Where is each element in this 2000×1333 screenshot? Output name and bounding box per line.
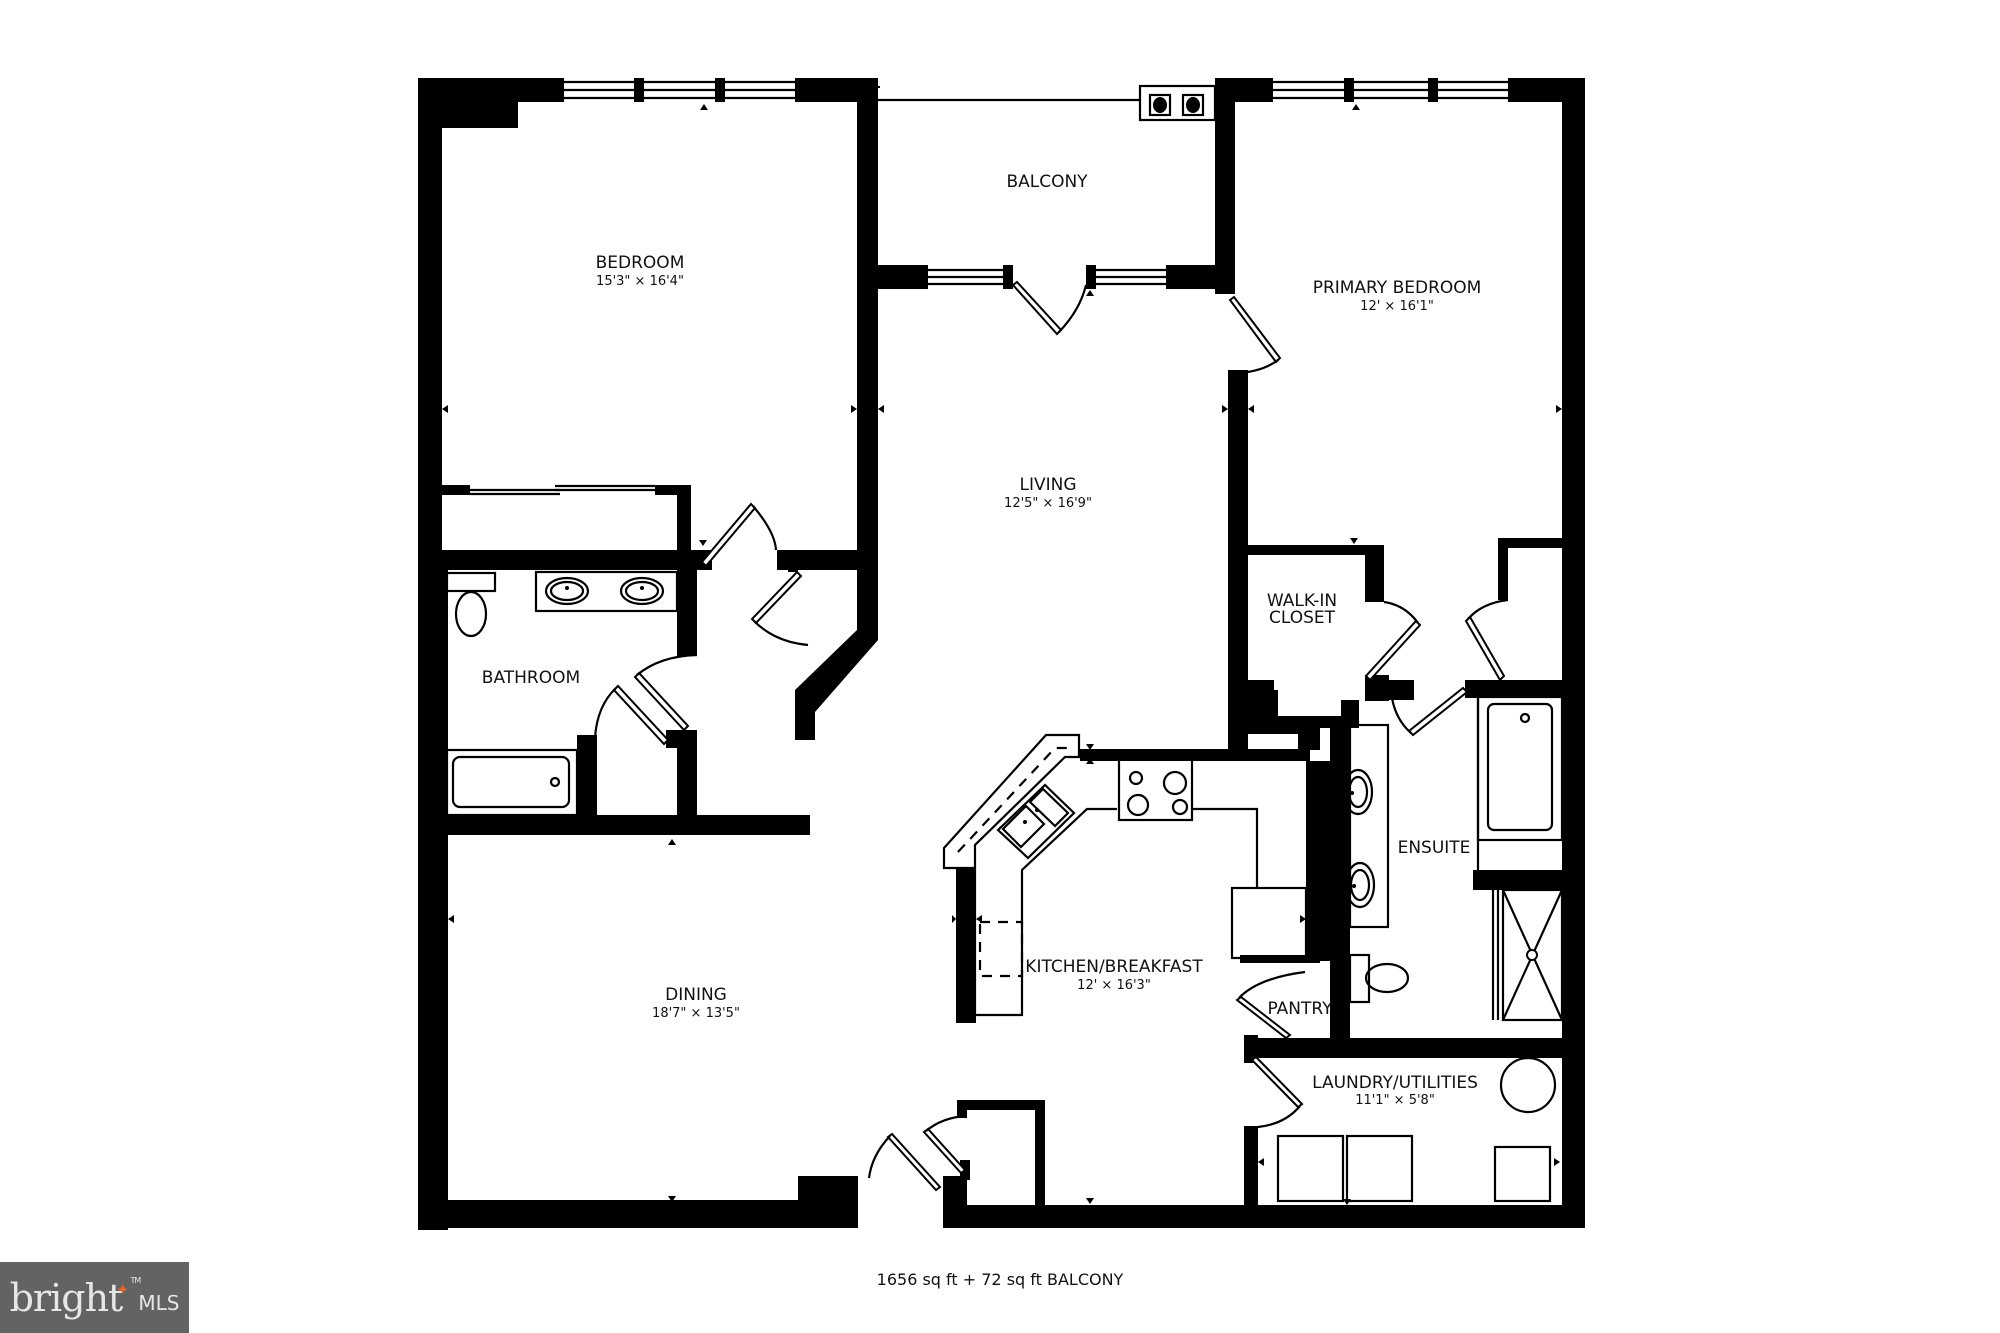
washer-icon — [1276, 1134, 1345, 1203]
room-label-primary-bedroom: PRIMARY BEDROOM 12' × 16'1" — [1313, 278, 1482, 314]
room-label-walk-in-closet: WALK-IN CLOSET — [1267, 591, 1337, 628]
svg-text:DINING: DINING — [665, 985, 727, 1005]
room-label-living: LIVING 12'5" × 16'9" — [1004, 475, 1092, 511]
svg-text:WALK-IN: WALK-IN — [1267, 591, 1337, 611]
cooktop-icon — [1117, 757, 1194, 822]
svg-text:18'7" × 13'5": 18'7" × 13'5" — [652, 1006, 740, 1021]
ensuite-tub-icon — [1486, 702, 1554, 832]
ensuite-vanity-icon — [1348, 723, 1390, 929]
svg-text:BALCONY: BALCONY — [1006, 172, 1088, 192]
dimension-markers — [442, 104, 1562, 1205]
doors — [593, 280, 1509, 1192]
vanity-icon — [534, 570, 679, 613]
svg-text:12' × 16'3": 12' × 16'3" — [1077, 978, 1151, 993]
toilet-tank-icon — [445, 571, 497, 593]
walls — [418, 78, 1585, 1230]
water-heater-icon — [1499, 1056, 1557, 1114]
svg-text:CLOSET: CLOSET — [1269, 608, 1336, 628]
ensuite-toilet-bowl-icon — [1364, 962, 1410, 994]
room-label-bedroom: BEDROOM 15'3" × 16'4" — [596, 253, 685, 289]
svg-text:12'5" × 16'9": 12'5" × 16'9" — [1004, 496, 1092, 511]
windows — [470, 78, 1508, 496]
svg-text:LIVING: LIVING — [1019, 475, 1076, 495]
room-label-bathroom: BATHROOM — [482, 668, 580, 688]
room-label-pantry: PANTRY — [1267, 999, 1333, 1019]
svg-text:LAUNDRY/UTILITIES: LAUNDRY/UTILITIES — [1312, 1073, 1478, 1093]
ac-unit-icon — [1138, 84, 1217, 122]
svg-text:ENSUITE: ENSUITE — [1398, 838, 1471, 858]
logo-mls: MLS — [138, 1290, 180, 1315]
kitchen-sink-icon — [996, 783, 1076, 860]
svg-text:15'3" × 16'4": 15'3" × 16'4" — [596, 274, 684, 289]
total-area-caption: 1656 sq ft + 72 sq ft BALCONY — [876, 1270, 1124, 1289]
svg-text:12' × 16'1": 12' × 16'1" — [1360, 299, 1434, 314]
room-label-balcony: BALCONY — [1006, 172, 1088, 192]
dryer-icon — [1345, 1134, 1414, 1203]
fixtures — [445, 570, 1564, 1203]
svg-text:11'1" × 5'8": 11'1" × 5'8" — [1355, 1093, 1435, 1108]
room-label-kitchen: KITCHEN/BREAKFAST 12' × 16'3" — [1025, 957, 1203, 993]
logo-wordmark: bright✦TM — [9, 1275, 142, 1320]
toilet-bowl-icon — [454, 590, 488, 638]
room-label-dining: DINING 18'7" × 13'5" — [652, 985, 740, 1021]
svg-text:KITCHEN/BREAKFAST: KITCHEN/BREAKFAST — [1025, 957, 1203, 977]
svg-text:BATHROOM: BATHROOM — [482, 668, 580, 688]
room-label-ensuite: ENSUITE — [1398, 838, 1471, 858]
svg-text:BEDROOM: BEDROOM — [596, 253, 685, 273]
logo-star-icon: ✦ — [115, 1279, 129, 1299]
svg-text:PANTRY: PANTRY — [1267, 999, 1333, 1019]
svg-text:PRIMARY BEDROOM: PRIMARY BEDROOM — [1313, 278, 1482, 298]
room-label-laundry: LAUNDRY/UTILITIES 11'1" × 5'8" — [1312, 1073, 1478, 1108]
hvac-unit-icon — [1493, 1145, 1552, 1203]
fridge-icon — [1230, 886, 1308, 960]
ensuite-toilet-tank-icon — [1348, 953, 1371, 1004]
bright-mls-logo: bright✦TM MLS — [0, 1262, 189, 1333]
bathtub-icon — [445, 748, 579, 817]
shower-icon — [1491, 888, 1564, 1022]
